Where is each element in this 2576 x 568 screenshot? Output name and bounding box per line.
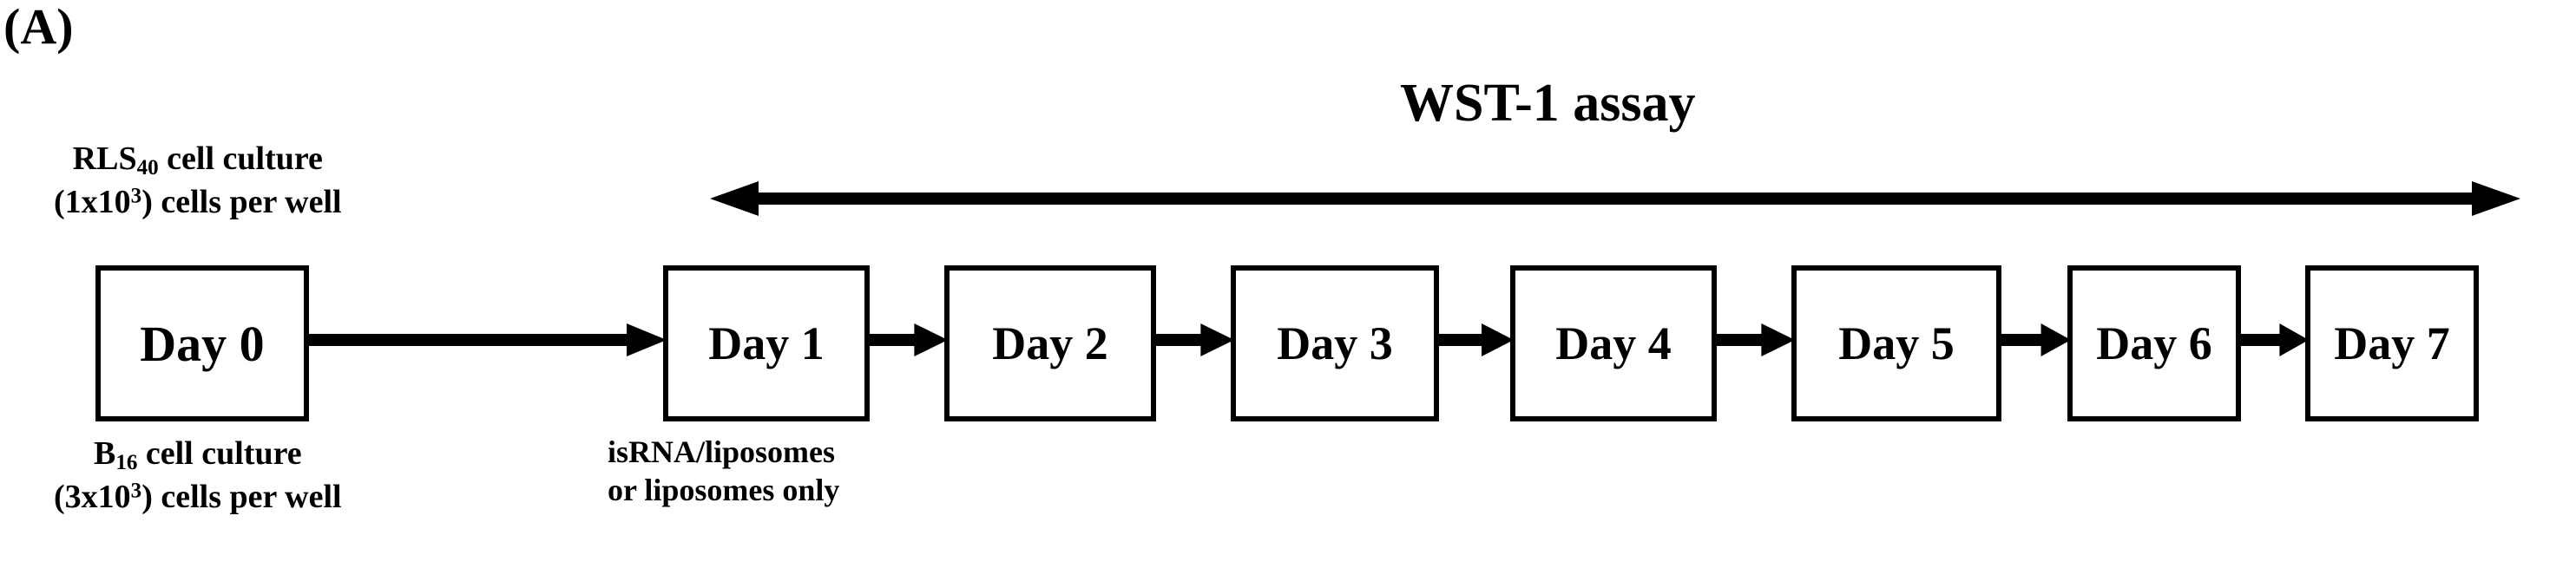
timeline-box-day-0: Day 0 bbox=[95, 265, 309, 421]
cell-line-subscript: 40 bbox=[136, 156, 159, 180]
connector-arrow-day-2-to-day-3 bbox=[1154, 323, 1234, 357]
annotation-b16-line2: (3x103) cells per well bbox=[54, 477, 342, 517]
timeline-box-label: Day 1 bbox=[708, 317, 825, 369]
annotation-rls40-line2: (1x103) cells per well bbox=[54, 182, 342, 222]
timeline-box-day-3: Day 3 bbox=[1231, 265, 1439, 421]
timeline-box-day-1: Day 1 bbox=[663, 265, 870, 421]
connector-arrow-day-1-to-day-2 bbox=[868, 323, 948, 357]
annotation-b16-cell-culture: B16 cell culture (3x103) cells per well bbox=[54, 434, 342, 517]
timeline-box-label: Day 4 bbox=[1555, 317, 1672, 369]
connector-arrow-day-4-to-day-5 bbox=[1715, 323, 1795, 357]
wst1-assay-span-arrow bbox=[710, 179, 2520, 219]
timeline-box-day-2: Day 2 bbox=[944, 265, 1156, 421]
timeline-box-label: Day 7 bbox=[2334, 317, 2450, 369]
timeline-box-label: Day 5 bbox=[1838, 317, 1955, 369]
connector-arrow-day-0-to-day-1 bbox=[307, 323, 667, 357]
density-prefix: (1x10 bbox=[54, 183, 131, 220]
timeline-box-label: Day 3 bbox=[1277, 317, 1393, 369]
cell-line-suffix: cell culture bbox=[158, 140, 323, 177]
density-suffix: ) cells per well bbox=[141, 183, 342, 220]
annotation-treatment-line1: isRNA/liposomes bbox=[608, 434, 836, 469]
panel-label: (A) bbox=[3, 0, 74, 55]
cell-line-name: RLS bbox=[72, 140, 137, 177]
arrow-right-icon bbox=[1715, 323, 1795, 356]
density-prefix: (3x10 bbox=[54, 478, 131, 515]
assay-title: WST-1 assay bbox=[1400, 74, 1696, 133]
annotation-treatment-line2: or liposomes only bbox=[608, 472, 840, 507]
timeline-box-label: Day 6 bbox=[2096, 317, 2212, 369]
arrow-right-icon bbox=[2000, 323, 2071, 356]
density-suffix: ) cells per well bbox=[141, 478, 342, 515]
annotation-treatment: isRNA/liposomes or liposomes only bbox=[608, 434, 839, 510]
annotation-rls40-cell-culture: RLS40 cell culture (1x103) cells per wel… bbox=[54, 139, 342, 222]
timeline-box-day-5: Day 5 bbox=[1791, 265, 2001, 421]
connector-arrow-day-3-to-day-4 bbox=[1437, 323, 1514, 357]
timeline-box-label: Day 0 bbox=[140, 315, 265, 372]
timeline-box-day-4: Day 4 bbox=[1510, 265, 1717, 421]
density-exponent: 3 bbox=[130, 184, 142, 208]
timeline-box-label: Day 2 bbox=[992, 317, 1108, 369]
arrow-right-icon bbox=[1154, 323, 1234, 356]
annotation-rls40-line1: RLS40 cell culture bbox=[54, 139, 342, 182]
arrow-right-icon bbox=[307, 323, 667, 356]
arrow-right-icon bbox=[868, 323, 948, 356]
arrow-right-icon bbox=[1437, 323, 1514, 356]
cell-line-suffix: cell culture bbox=[137, 435, 302, 472]
cell-line-name: B bbox=[93, 435, 116, 472]
arrow-right-icon bbox=[2239, 323, 2309, 356]
timeline-box-day-7: Day 7 bbox=[2305, 265, 2479, 421]
annotation-b16-line1: B16 cell culture bbox=[54, 434, 342, 477]
double-headed-arrow-icon bbox=[710, 181, 2520, 216]
timeline-box-day-6: Day 6 bbox=[2067, 265, 2241, 421]
cell-line-subscript: 16 bbox=[115, 451, 138, 475]
density-exponent: 3 bbox=[130, 479, 142, 503]
connector-arrow-day-5-to-day-6 bbox=[2000, 323, 2071, 357]
connector-arrow-day-6-to-day-7 bbox=[2239, 323, 2309, 357]
